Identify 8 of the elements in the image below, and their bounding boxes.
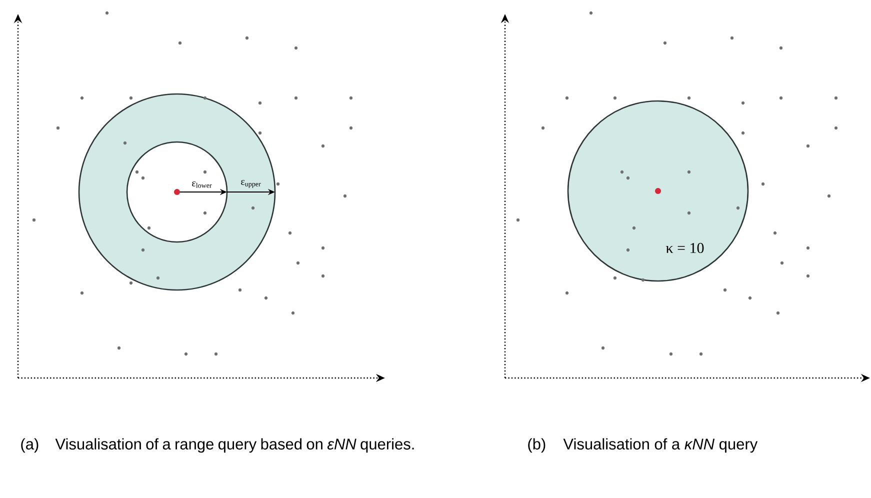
radius-label: ε$_{lower}$ <box>192 182 212 188</box>
radius-label: ε$_{upper}$ <box>241 180 261 188</box>
caption: Visualisation of a κNN query <box>563 438 758 453</box>
caption: Visualisation of a range query based on εNN queries. <box>55 438 414 453</box>
caption-number: (a) <box>21 438 38 453</box>
k-label: κ = 10 <box>666 242 704 254</box>
caption-number: (b) <box>528 438 546 453</box>
knn-circle <box>567 100 749 282</box>
